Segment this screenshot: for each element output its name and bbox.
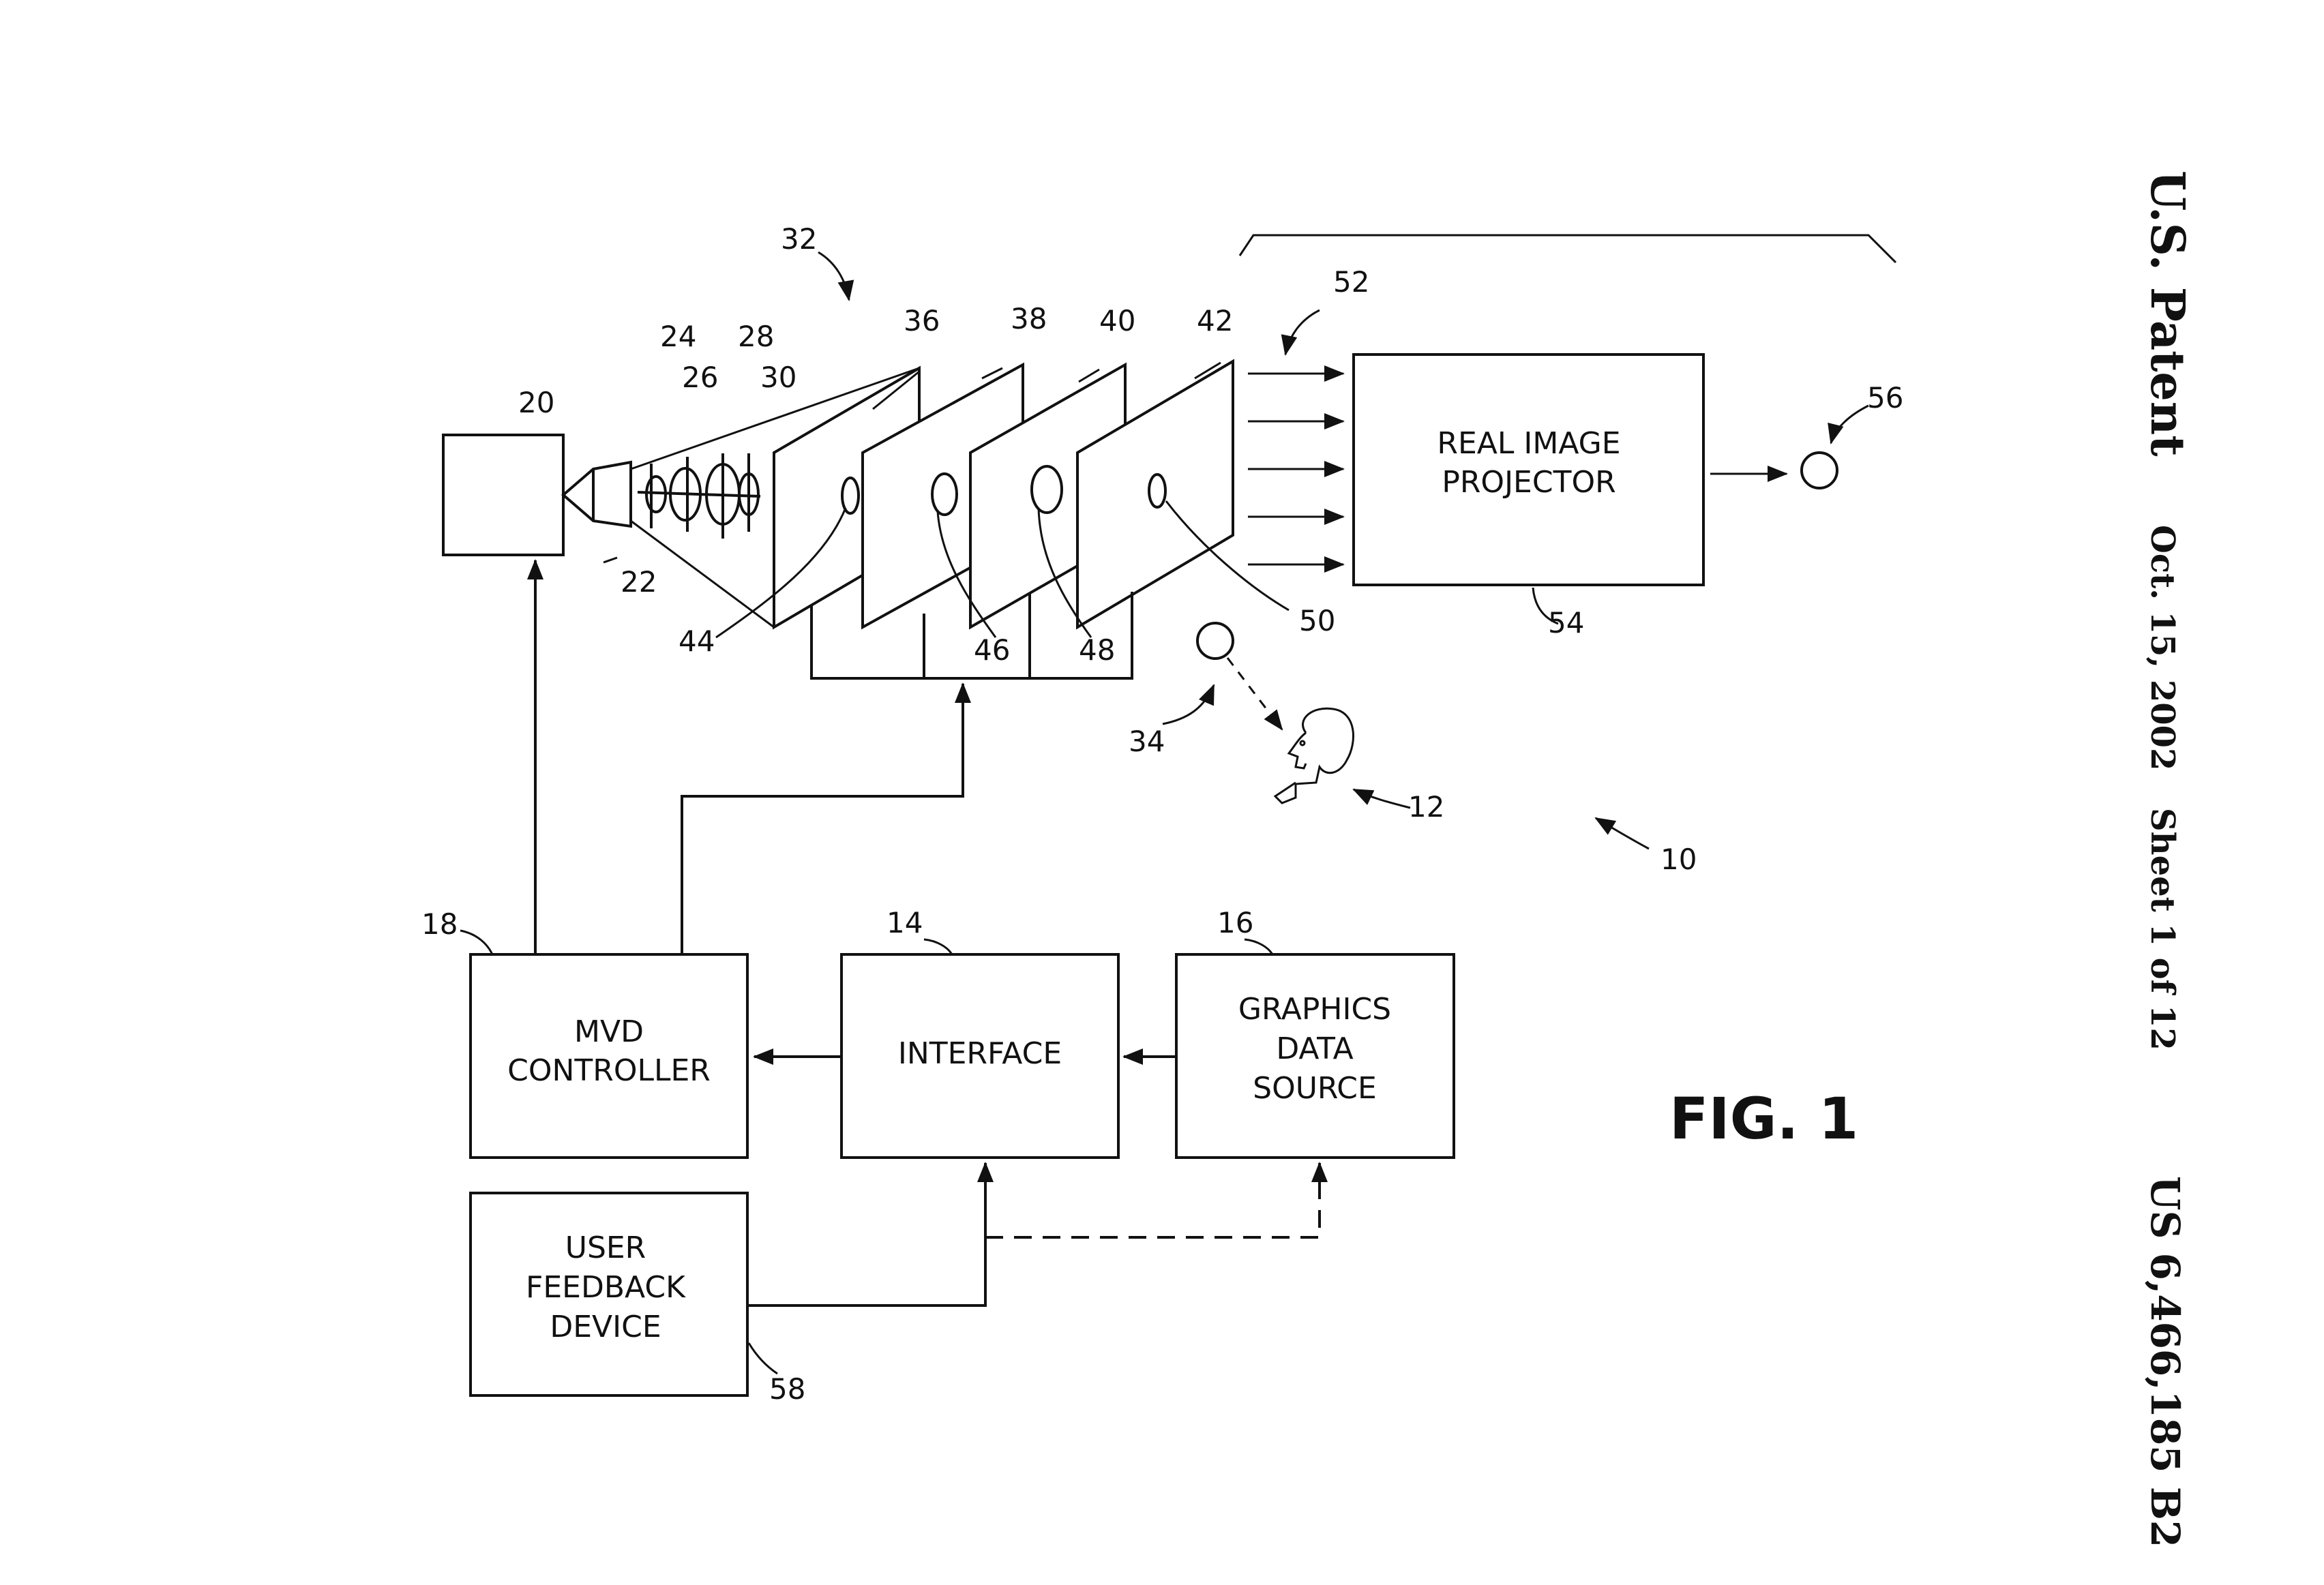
graphics-data-source-label-3: SOURCE: [1253, 1071, 1377, 1106]
ref-12: 12: [1408, 790, 1444, 824]
user-feedback-device-box-58: [469, 1192, 749, 1397]
ref-22: 22: [621, 565, 657, 599]
real-image-projector-label-2: PROJECTOR: [1442, 465, 1615, 500]
ref-36: 36: [904, 304, 940, 337]
ref-24: 24: [660, 320, 696, 353]
ref-58: 58: [769, 1372, 805, 1406]
interface-box-14: [840, 953, 1120, 1159]
header-patent: U.S. Patent: [2140, 170, 2194, 457]
graphics-data-source-box-16: [1175, 953, 1455, 1159]
graphics-data-source-label-1: GRAPHICS: [1238, 992, 1391, 1027]
ref-20: 20: [518, 386, 554, 419]
optical-elements: [637, 453, 761, 539]
image-source-box-20: [442, 434, 565, 556]
mvd-controller-label-2: CONTROLLER: [507, 1053, 711, 1088]
ref-32: 32: [781, 222, 817, 256]
volumetric-image-34: [1196, 622, 1234, 660]
ref-56: 56: [1867, 381, 1903, 414]
user-feedback-device-label-2: FEEDBACK: [526, 1270, 686, 1305]
real-image-56: [1800, 451, 1838, 489]
ref-44: 44: [679, 624, 715, 658]
user-feedback-device-label-1: USER: [565, 1231, 646, 1265]
ref-16: 16: [1217, 906, 1253, 939]
optical-plane-42: [1076, 359, 1234, 630]
ref-34: 34: [1129, 725, 1165, 758]
ref-18: 18: [421, 907, 458, 941]
ref-26: 26: [682, 361, 718, 394]
ref-52: 52: [1333, 265, 1369, 299]
mvd-controller-label-1: MVD: [574, 1014, 644, 1049]
ref-10: 10: [1660, 843, 1697, 876]
viewer-12: [1273, 707, 1354, 804]
user-feedback-device-label-3: DEVICE: [550, 1310, 661, 1344]
lens-housing-22: [561, 460, 632, 528]
ref-48: 48: [1079, 633, 1115, 667]
ref-50: 50: [1299, 604, 1335, 637]
header-date: Oct. 15, 2002: [2143, 525, 2181, 770]
ref-14: 14: [887, 906, 923, 939]
ref-40: 40: [1099, 304, 1135, 337]
interface-label: INTERFACE: [898, 1036, 1062, 1071]
ref-42: 42: [1197, 304, 1233, 337]
brace: [1238, 234, 1897, 264]
ref-28: 28: [738, 320, 774, 353]
ref-38: 38: [1011, 302, 1047, 335]
ref-30: 30: [760, 361, 796, 394]
header-number: US 6,466,185 B2: [2142, 1176, 2188, 1548]
header-sheet: Sheet 1 of 12: [2143, 808, 2181, 1051]
figure-label: FIG. 1: [1669, 1085, 1858, 1152]
real-image-projector-label-1: REAL IMAGE: [1437, 426, 1620, 461]
real-image-projector-box-54: [1352, 353, 1705, 586]
graphics-data-source-label-2: DATA: [1276, 1031, 1353, 1066]
mvd-controller-box-18: [469, 953, 749, 1159]
ref-54: 54: [1548, 606, 1584, 639]
ref-46: 46: [974, 633, 1010, 667]
